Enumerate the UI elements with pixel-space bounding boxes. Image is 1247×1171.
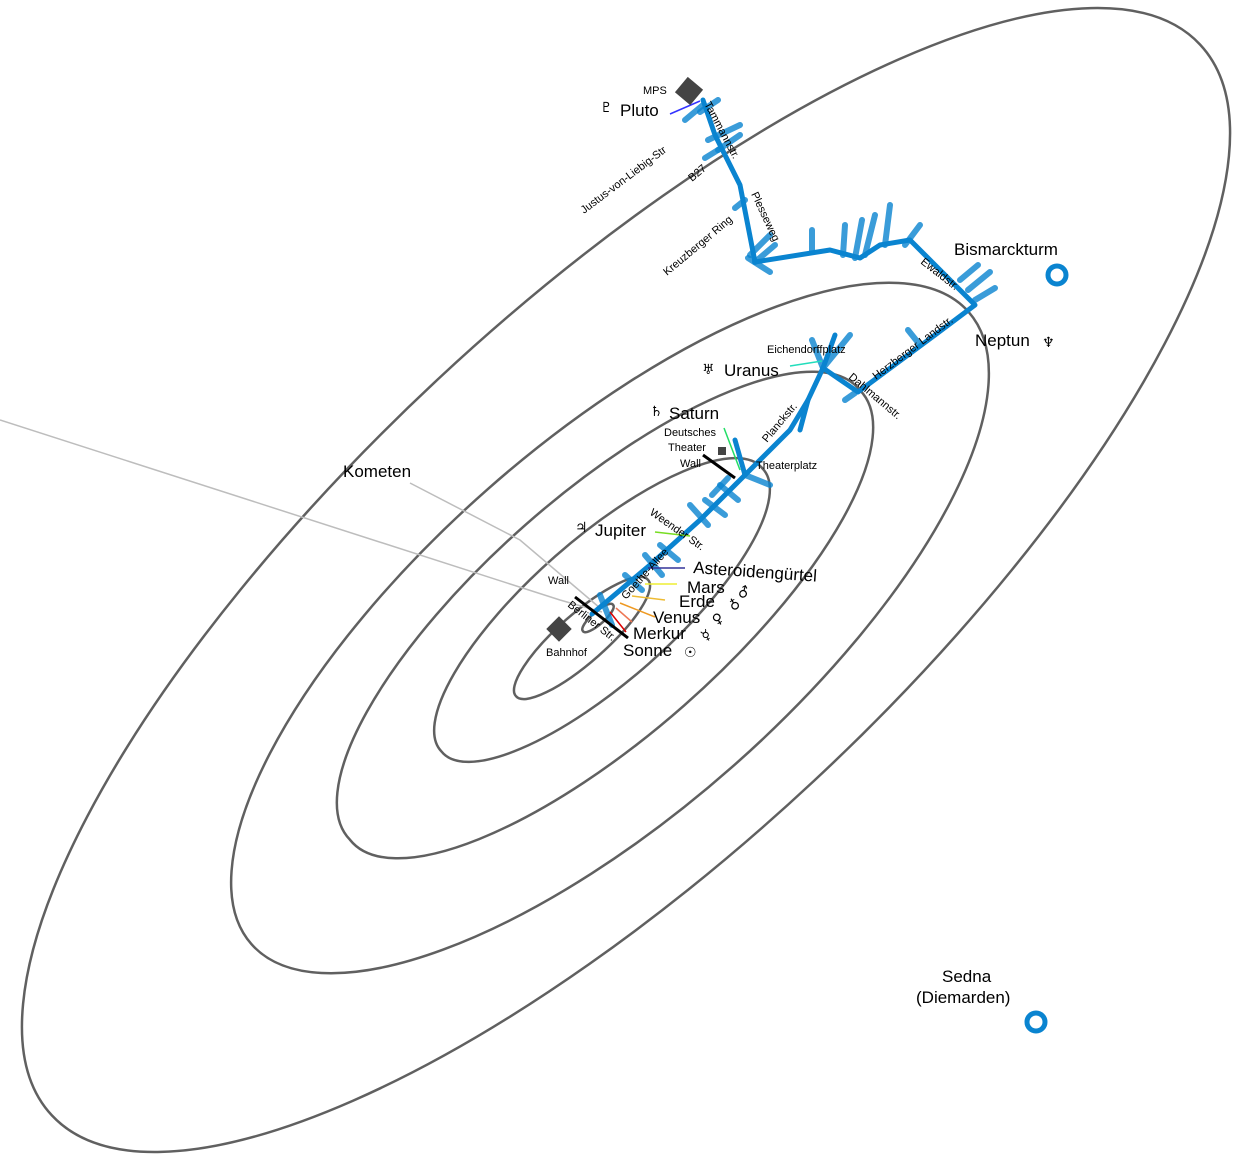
neptun-symbol: ♆ — [1042, 335, 1055, 351]
mps-label: MPS — [643, 85, 667, 97]
orbit-pluto — [20, 6, 1232, 1154]
neptun-label[interactable]: Neptun — [975, 331, 1030, 350]
theater-label-line1: Deutsches — [664, 427, 716, 439]
orbit-jupiter — [512, 575, 652, 701]
merkur-label[interactable]: Merkur — [633, 624, 686, 643]
uranus-symbol: ♅ — [702, 362, 715, 378]
route-ticks — [597, 97, 998, 628]
street-plesseweg: Plesseweg — [748, 190, 781, 243]
leader-lines — [574, 100, 823, 640]
bahnhof-building — [546, 616, 572, 642]
orbit-saturn — [432, 456, 772, 764]
orbit-neptun — [229, 281, 991, 975]
bismarckturm-marker[interactable] — [1045, 263, 1069, 287]
wall-label-bahnhof: Wall — [548, 575, 569, 587]
mps-building — [674, 76, 704, 106]
pluto-label[interactable]: Pluto — [620, 101, 659, 120]
bahnhof-label: Bahnhof — [546, 647, 588, 659]
jupiter-symbol: ♃ — [575, 520, 588, 536]
theaterplatz-label: Theaterplatz — [756, 460, 817, 472]
jupiter-label[interactable]: Jupiter — [595, 521, 646, 540]
uranus-label[interactable]: Uranus — [724, 361, 779, 380]
theater-label-line2: Theater — [668, 442, 706, 454]
sonne-label[interactable]: Sonne — [623, 641, 672, 660]
eichendorffplatz-label: Eichendorffplatz — [767, 344, 846, 356]
street-herzberger: Herzberger Landstr. — [871, 314, 956, 382]
pluto-symbol: ♇ — [600, 100, 613, 116]
street-kreuzberger: Kreuzberger Ring — [661, 214, 735, 279]
wall-label-theater: Wall — [680, 458, 701, 470]
kometen-label: Kometen — [343, 462, 411, 481]
theater-building — [718, 447, 726, 455]
route — [589, 97, 998, 628]
sedna-label-line2[interactable]: (Diemarden) — [916, 988, 1010, 1007]
comet-lines — [0, 419, 603, 613]
erde-label[interactable]: Erde — [679, 592, 715, 611]
venus-symbol: ♀ — [710, 610, 727, 629]
bismarckturm-label[interactable]: Bismarckturm — [954, 240, 1058, 259]
sedna-marker[interactable] — [1024, 1010, 1048, 1034]
saturn-label[interactable]: Saturn — [669, 404, 719, 423]
merkur-symbol: ☿ — [699, 627, 714, 645]
sedna-label-line1[interactable]: Sedna — [942, 967, 992, 986]
venus-label[interactable]: Venus — [653, 608, 700, 627]
mars-label[interactable]: Mars — [687, 578, 725, 597]
sonne-symbol: ☉ — [684, 645, 697, 661]
orbit-uranus — [335, 370, 875, 860]
saturn-symbol: ♄ — [650, 404, 663, 420]
street-justus: Justus-von-Liebig-Str — [579, 144, 669, 216]
